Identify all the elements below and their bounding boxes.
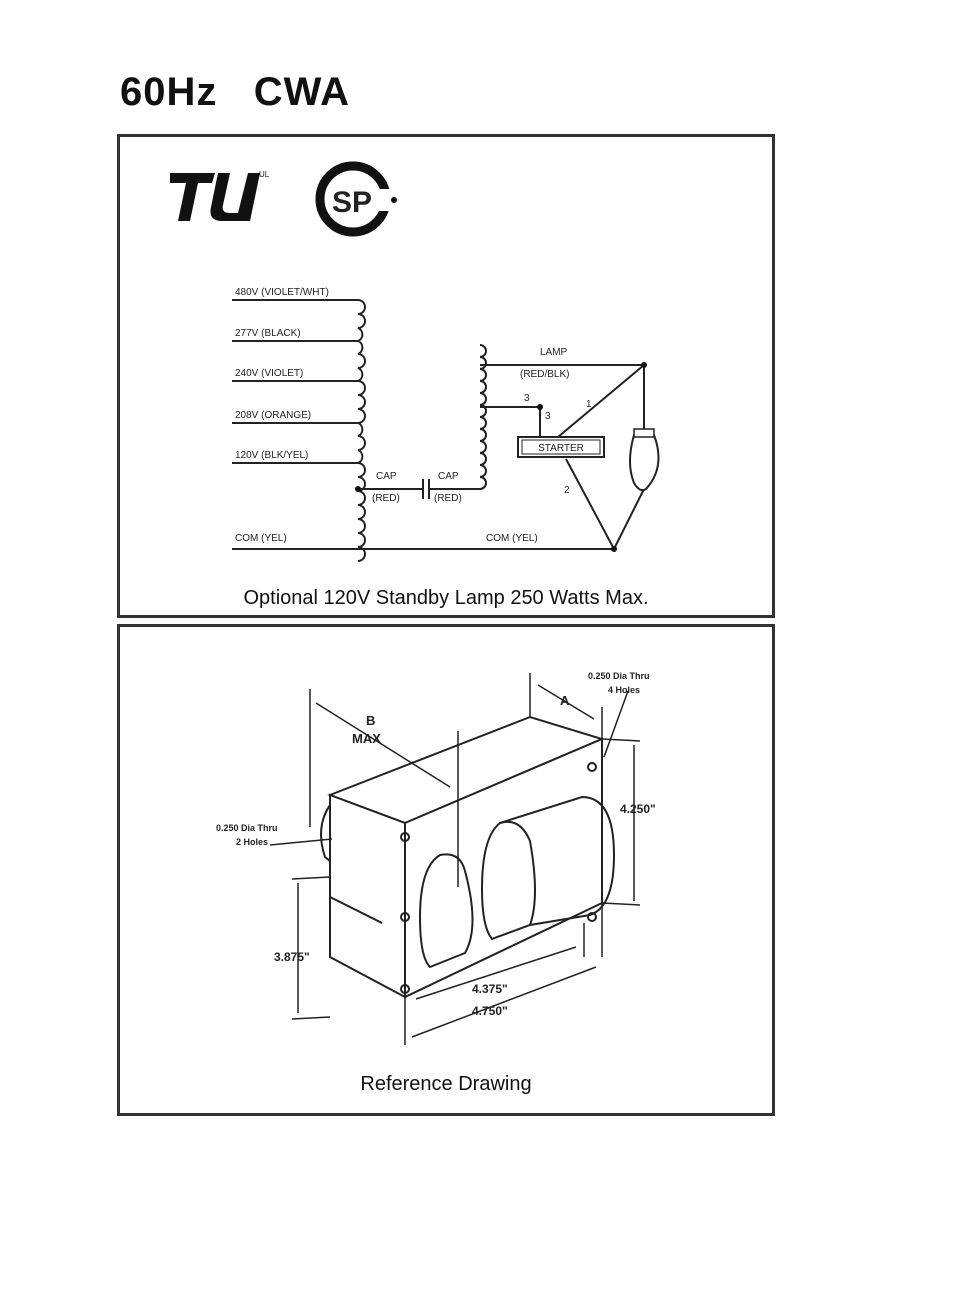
svg-text:SP: SP: [332, 186, 372, 219]
lamp-color-label: (RED/BLK): [520, 369, 569, 380]
wiring-diagram-panel: UL SP 480V (VIOLET/WHT) 277V (BLACK) 240…: [117, 134, 775, 618]
starter-box: [517, 436, 605, 458]
pin-label-d: 2: [564, 485, 570, 496]
lamp-label: LAMP: [540, 347, 568, 358]
height-left-label: 3.875": [274, 950, 310, 964]
holes-left-label: 0.250 Dia Thru: [216, 823, 278, 833]
page-title: 60Hz CWA: [120, 70, 351, 114]
tap-label-208v: 208V (ORANGE): [235, 410, 311, 421]
holes-top-count: 4 Holes: [608, 685, 640, 695]
cap-left-color: (RED): [372, 493, 400, 504]
dim-b-label: B: [366, 713, 375, 728]
holes-left-count: 2 Holes: [236, 837, 268, 847]
reference-caption: Reference Drawing: [360, 1073, 532, 1095]
lamp-circuit: [480, 364, 645, 550]
wiring-caption: Optional 120V Standby Lamp 250 Watts Max…: [243, 587, 649, 609]
reference-drawing: B MAX A 0.250 Dia Thru 4 Holes 0.250 Dia…: [216, 671, 656, 1045]
secondary-coil: [479, 344, 487, 490]
cap-left-label: CAP: [376, 471, 397, 482]
pin-label-a: 3: [524, 393, 530, 404]
dimension-lines: [269, 673, 641, 1045]
ul-logo: UL: [170, 170, 270, 221]
length-outer-label: 4.750": [472, 1004, 508, 1018]
junction-dots: [355, 362, 647, 552]
com-right-label: COM (YEL): [486, 533, 538, 544]
tap-label-240v: 240V (VIOLET): [235, 368, 303, 379]
tap-labels: 480V (VIOLET/WHT) 277V (BLACK) 240V (VIO…: [235, 287, 329, 544]
tap-label-120v: 120V (BLK/YEL): [235, 450, 308, 461]
pin-label-c: 1: [586, 399, 592, 410]
starter-label: STARTER: [538, 443, 584, 454]
tap-lines: [232, 299, 614, 550]
capacitor: [358, 479, 480, 499]
dim-a-label: A: [560, 693, 570, 708]
cap-right-label: CAP: [438, 471, 459, 482]
csa-logo: SP: [315, 161, 400, 237]
reference-drawing-panel: B MAX A 0.250 Dia Thru 4 Holes 0.250 Dia…: [117, 624, 775, 1116]
tap-label-277v: 277V (BLACK): [235, 328, 301, 339]
holes-top-label: 0.250 Dia Thru: [588, 671, 650, 681]
cap-right-color: (RED): [434, 493, 462, 504]
length-inner-label: 4.375": [472, 982, 508, 996]
svg-text:UL: UL: [259, 170, 270, 179]
ballast-outline: [320, 715, 616, 999]
wiring-diagram: UL SP 480V (VIOLET/WHT) 277V (BLACK) 240…: [170, 161, 660, 562]
tap-label-com: COM (YEL): [235, 533, 287, 544]
lamp-bulb: [629, 434, 660, 492]
pin-label-b: 3: [545, 411, 551, 422]
dim-b-max-label: MAX: [352, 731, 381, 746]
height-right-label: 4.250": [620, 802, 656, 816]
tap-label-480v: 480V (VIOLET/WHT): [235, 287, 329, 298]
primary-coil: [355, 299, 366, 562]
